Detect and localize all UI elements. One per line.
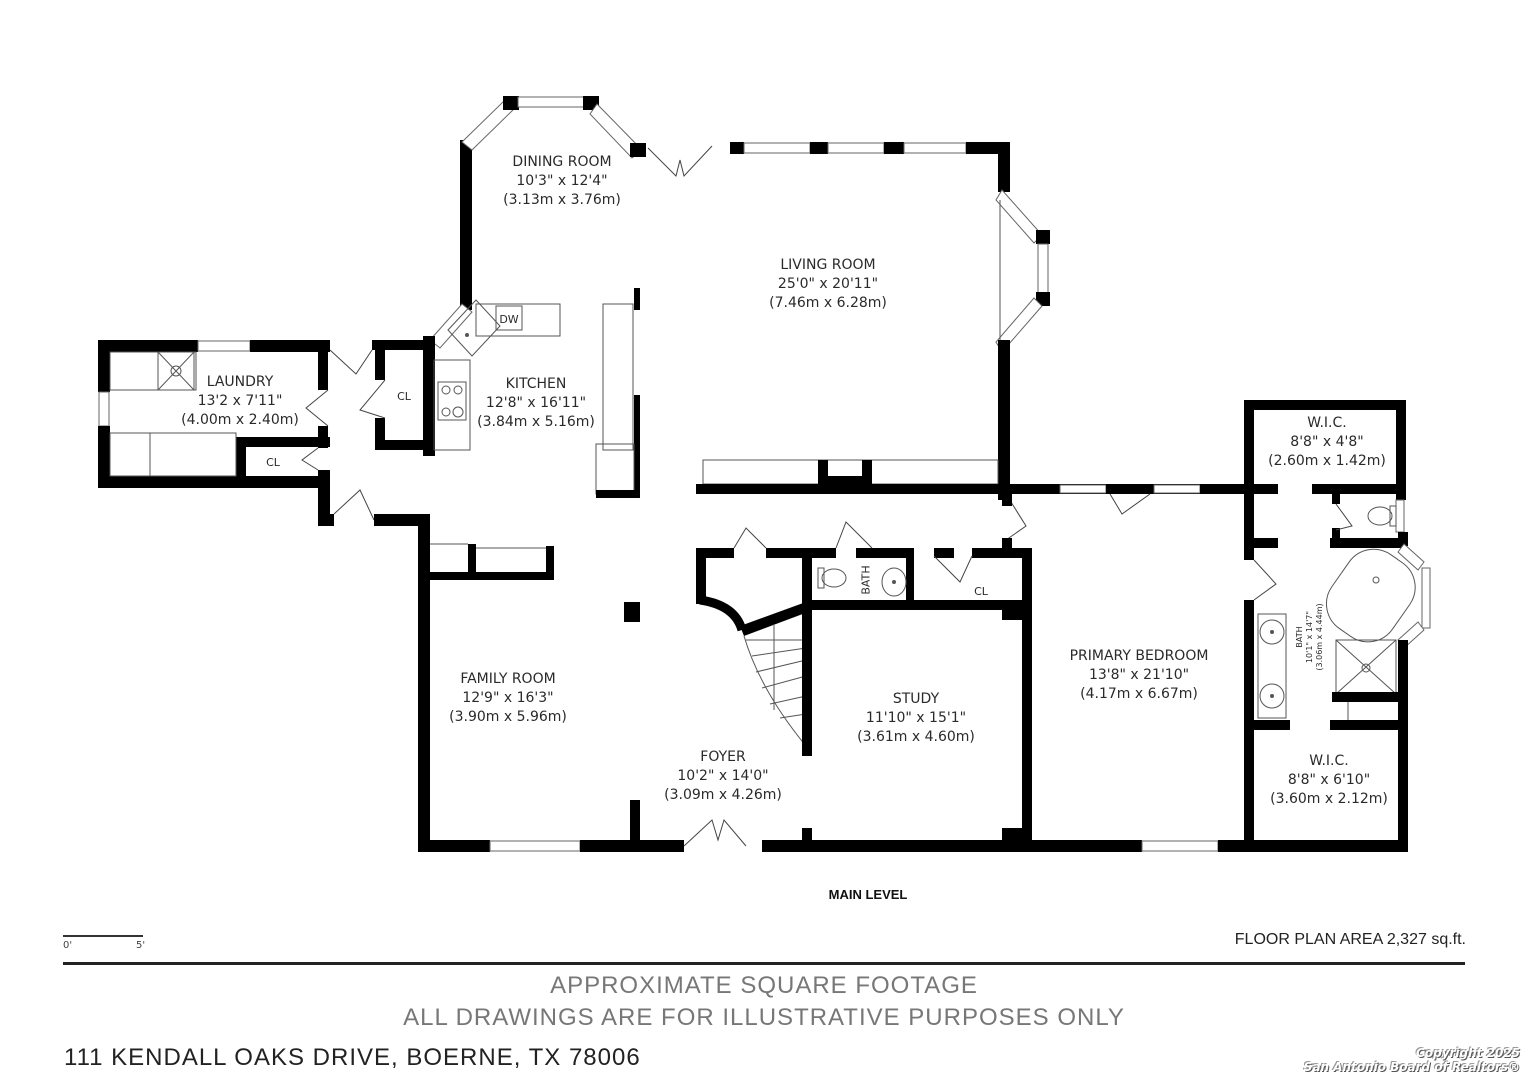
room-label-family-room: FAMILY ROOM 12'9" x 16'3" (3.90m x 5.96m…	[449, 670, 567, 727]
floor-plan-area: FLOOR PLAN AREA 2,327 sq.ft.	[1234, 931, 1466, 948]
level-title: MAIN LEVEL	[828, 887, 908, 902]
room-name: LIVING ROOM	[780, 257, 876, 273]
room-name: W.I.C.	[1309, 753, 1349, 769]
room-dims-metric: (3.09m x 4.26m)	[664, 787, 782, 803]
copyright-watermark: Copyright 2025 San Antonio Board of Real…	[1304, 1046, 1520, 1074]
room-dims-imperial: 13'8" x 21'10"	[1088, 667, 1190, 683]
room-dims-imperial: 12'9" x 16'3"	[462, 690, 554, 706]
room-dims-imperial: 25'0" x 20'11"	[777, 276, 879, 292]
room-dims-imperial: 12'8" x 16'11"	[485, 395, 587, 411]
room-label-dining-room: DINING ROOM 10'3" x 12'4" (3.13m x 3.76m…	[503, 153, 621, 210]
room-dims-metric: (3.13m x 3.76m)	[503, 192, 621, 208]
room-dims-imperial: 10'1" x 14'7"	[1305, 610, 1314, 664]
room-label-study: STUDY 11'10" x 15'1" (3.61m x 4.60m)	[857, 690, 975, 747]
scale-start-label: 0'	[63, 940, 73, 951]
room-label-primary-bath: BATH 10'1" x 14'7" (3.06m x 4.44m)	[1295, 603, 1325, 670]
scale-line	[63, 935, 143, 937]
room-dims-metric: (4.00m x 2.40m)	[181, 412, 299, 428]
closet-label-hall: CL	[397, 390, 411, 403]
dining-bay-walls	[460, 96, 646, 310]
room-name: LAUNDRY	[206, 374, 274, 390]
room-name: W.I.C.	[1307, 415, 1347, 431]
room-dims-imperial: 10'2" x 14'0"	[677, 768, 769, 784]
room-name: FOYER	[700, 749, 746, 765]
room-dims-imperial: 10'3" x 12'4"	[516, 173, 608, 189]
room-label-primary-bedroom: PRIMARY BEDROOM 13'8" x 21'10" (4.17m x …	[1070, 647, 1209, 704]
room-dims-imperial: 8'8" x 6'10"	[1287, 772, 1371, 788]
disclaimer-line-1: APPROXIMATE SQUARE FOOTAGE	[550, 972, 978, 999]
room-dims-imperial: 11'10" x 15'1"	[865, 710, 967, 726]
copyright-line-1: Copyright 2025	[1416, 1046, 1520, 1060]
room-label-foyer: FOYER 10'2" x 14'0" (3.09m x 4.26m)	[664, 748, 782, 805]
room-dims-metric: (3.90m x 5.96m)	[449, 709, 567, 725]
footer-divider	[63, 962, 1465, 965]
scale-end-label: 5'	[136, 940, 146, 951]
half-bath-label: BATH	[859, 565, 873, 595]
room-dims-metric: (3.60m x 2.12m)	[1270, 791, 1388, 807]
room-dims-metric: (4.17m x 6.67m)	[1080, 686, 1198, 702]
room-name: BATH	[1295, 626, 1304, 648]
room-name: PRIMARY BEDROOM	[1069, 648, 1209, 664]
closet-label-study: CL	[974, 585, 988, 598]
room-dims-metric: (3.61m x 4.60m)	[857, 729, 975, 745]
room-label-wic-lower: W.I.C. 8'8" x 6'10" (3.60m x 2.12m)	[1270, 752, 1388, 809]
room-name: KITCHEN	[505, 376, 567, 392]
room-dims-imperial: 8'8" x 4'8"	[1290, 434, 1364, 450]
room-name: DINING ROOM	[512, 154, 612, 170]
closet-label-laundry: CL	[266, 456, 280, 469]
room-dims-metric: (3.84m x 5.16m)	[477, 414, 595, 430]
room-dims-metric: (7.46m x 6.28m)	[769, 295, 887, 311]
room-dims-metric: (2.60m x 1.42m)	[1268, 453, 1386, 469]
room-dims-metric: (3.06m x 4.44m)	[1315, 603, 1324, 671]
room-label-wic-upper: W.I.C. 8'8" x 4'8" (2.60m x 1.42m)	[1268, 414, 1386, 471]
copyright-line-2: San Antonio Board of Realtors®	[1303, 1060, 1520, 1074]
room-label-laundry: LAUNDRY 13'2 x 7'11" (4.00m x 2.40m)	[181, 373, 299, 430]
room-name: FAMILY ROOM	[460, 671, 556, 687]
dishwasher-label: DW	[499, 313, 519, 326]
room-name: STUDY	[892, 691, 940, 707]
room-label-living-room: LIVING ROOM 25'0" x 20'11" (7.46m x 6.28…	[769, 256, 887, 313]
property-address: 111 KENDALL OAKS DRIVE, BOERNE, TX 78006	[64, 1044, 641, 1071]
room-label-kitchen: KITCHEN 12'8" x 16'11" (3.84m x 5.16m)	[477, 375, 595, 432]
scale-bar: 0' 5'	[63, 932, 146, 952]
disclaimer-line-2: ALL DRAWINGS ARE FOR ILLUSTRATIVE PURPOS…	[403, 1004, 1125, 1031]
room-dims-imperial: 13'2 x 7'11"	[197, 393, 283, 409]
